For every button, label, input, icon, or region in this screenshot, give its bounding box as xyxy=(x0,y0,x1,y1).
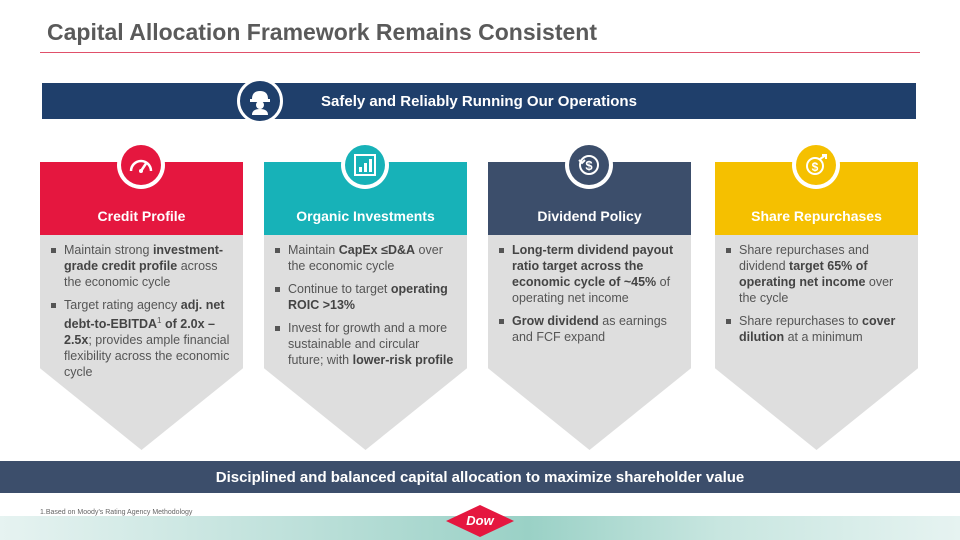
share-repurchases-column: Share Repurchases Share repurchases and … xyxy=(715,141,918,450)
dow-logo: Dow xyxy=(446,505,514,537)
bullet-text: investment-grade credit profile xyxy=(64,243,224,273)
bullet-text: Long-term dividend payout ratio target a… xyxy=(512,243,674,289)
bullet-item: Long-term dividend payout ratio target a… xyxy=(498,242,681,306)
bullet-item: Grow dividend as earnings and FCF expand xyxy=(498,313,681,345)
operations-banner: Safely and Reliably Running Our Operatio… xyxy=(42,83,916,119)
column-body: Share repurchases and dividend target 65… xyxy=(715,235,918,450)
bullet-item: Target rating agency adj. net debt-to-EB… xyxy=(50,297,233,380)
bullet-list: Share repurchases and dividend target 65… xyxy=(725,242,908,345)
column-body: Long-term dividend payout ratio target a… xyxy=(488,235,691,450)
hard-hat-worker-icon xyxy=(237,78,283,124)
logo-text: Dow xyxy=(466,513,494,528)
bullet-text: lower-risk profile xyxy=(352,353,454,367)
bullet-text: CapEx ≤D&A xyxy=(338,243,416,257)
bullet-item: Invest for growth and a more sustainable… xyxy=(274,320,457,368)
bullet-text: target 65% of operating net income xyxy=(739,259,868,289)
bullet-text: Target rating agency xyxy=(64,298,181,312)
credit-profile-column: Credit Profile Maintain strong investmen… xyxy=(40,141,243,450)
bullet-text: of operating net income xyxy=(512,275,671,305)
bullet-text: at a minimum xyxy=(784,330,863,344)
page-title: Capital Allocation Framework Remains Con… xyxy=(47,19,597,45)
dollar-cycle-icon: $ xyxy=(565,141,613,189)
bullet-text: as earnings and FCF expand xyxy=(512,314,667,344)
bullet-list: Maintain CapEx ≤D&A over the economic cy… xyxy=(274,242,457,368)
banner-text: Safely and Reliably Running Our Operatio… xyxy=(321,92,637,110)
gauge-icon xyxy=(117,141,165,189)
dividend-policy-column: Dividend Policy Long-term dividend payou… xyxy=(488,141,691,450)
column-body: Maintain strong investment-grade credit … xyxy=(40,235,243,450)
bullet-text: Maintain xyxy=(288,243,339,257)
bullet-text: ; provides ample financial flexibility a… xyxy=(64,333,230,380)
bullet-text: operating ROIC >13% xyxy=(288,282,448,312)
bullet-text: Maintain strong xyxy=(64,243,153,257)
svg-text:$: $ xyxy=(812,160,819,174)
bullet-text: Invest for growth and a more sustainable… xyxy=(288,321,448,367)
svg-text:$: $ xyxy=(585,158,593,173)
bullet-text: Share repurchases and dividend xyxy=(739,243,869,273)
bullet-item: Share repurchases to cover dilution at a… xyxy=(725,313,908,345)
bullet-text: Continue to target xyxy=(288,282,391,296)
bullet-text: over the cycle xyxy=(739,275,894,305)
bullet-text: Grow dividend xyxy=(512,314,599,328)
bullet-text: Share repurchases to xyxy=(739,314,862,328)
bullet-list: Maintain strong investment-grade credit … xyxy=(50,242,233,380)
bullet-text: over the economic cycle xyxy=(288,243,443,273)
footnote: 1.Based on Moody’s Rating Agency Methodo… xyxy=(40,509,193,516)
column-body: Maintain CapEx ≤D&A over the economic cy… xyxy=(264,235,467,450)
bullet-list: Long-term dividend payout ratio target a… xyxy=(498,242,681,345)
bar-chart-icon xyxy=(341,141,389,189)
bullet-item: Share repurchases and dividend target 65… xyxy=(725,242,908,306)
bullet-text: 1 xyxy=(157,316,162,325)
bullet-text: adj. net debt-to-EBITDA xyxy=(64,298,225,332)
organic-investments-column: Organic Investments Maintain CapEx ≤D&A … xyxy=(264,141,467,450)
bullet-text: across the economic cycle xyxy=(64,259,218,289)
bottom-summary-text: Disciplined and balanced capital allocat… xyxy=(215,468,745,486)
title-divider xyxy=(40,52,920,53)
dollar-arrow-icon: $ xyxy=(792,141,840,189)
column-heading: Dividend Policy xyxy=(488,162,691,235)
bottom-summary-bar: Disciplined and balanced capital allocat… xyxy=(0,461,960,493)
bullet-text: cover dilution xyxy=(739,314,896,344)
bullet-text: of 2.0x – 2.5x xyxy=(64,317,215,348)
bullet-item: Continue to target operating ROIC >13% xyxy=(274,281,457,313)
bullet-item: Maintain strong investment-grade credit … xyxy=(50,242,233,290)
bullet-item: Maintain CapEx ≤D&A over the economic cy… xyxy=(274,242,457,274)
